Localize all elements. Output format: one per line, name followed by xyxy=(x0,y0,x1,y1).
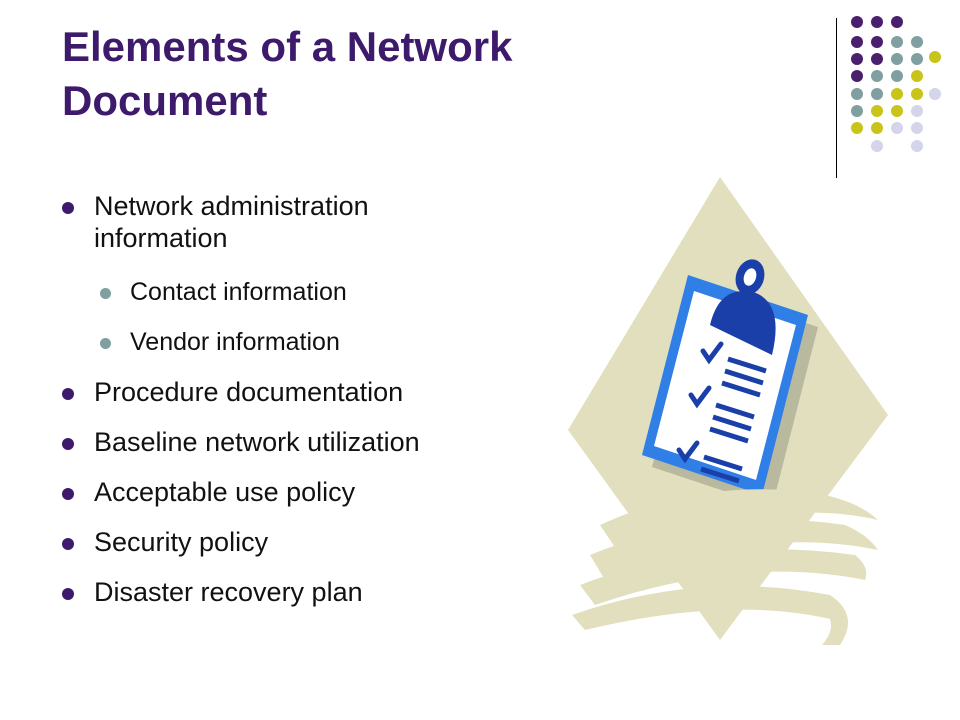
bullet-item: Acceptable use policy xyxy=(60,476,540,508)
bullet-item: Security policy xyxy=(60,526,540,558)
bullet-item: Network administration information xyxy=(60,190,540,254)
clipboard-checklist-icon xyxy=(568,177,888,645)
bullet-text: information xyxy=(94,223,228,253)
dot-grid-decoration xyxy=(851,16,941,152)
sub-bullet-item: Vendor information xyxy=(60,326,540,358)
divider-line xyxy=(836,18,837,178)
bullet-item: Disaster recovery plan xyxy=(60,576,540,608)
bullet-item: Baseline network utilization xyxy=(60,426,540,458)
bullet-text: Network administration xyxy=(94,191,369,221)
bullet-item: Procedure documentation xyxy=(60,376,540,408)
slide-title-line-1: Elements of a Network xyxy=(62,23,513,70)
slide-title: Elements of a Network Document xyxy=(62,20,782,128)
bullet-list: Network administration information Conta… xyxy=(60,190,540,626)
sub-bullet-item: Contact information xyxy=(60,276,540,308)
slide-title-line-2: Document xyxy=(62,77,268,124)
